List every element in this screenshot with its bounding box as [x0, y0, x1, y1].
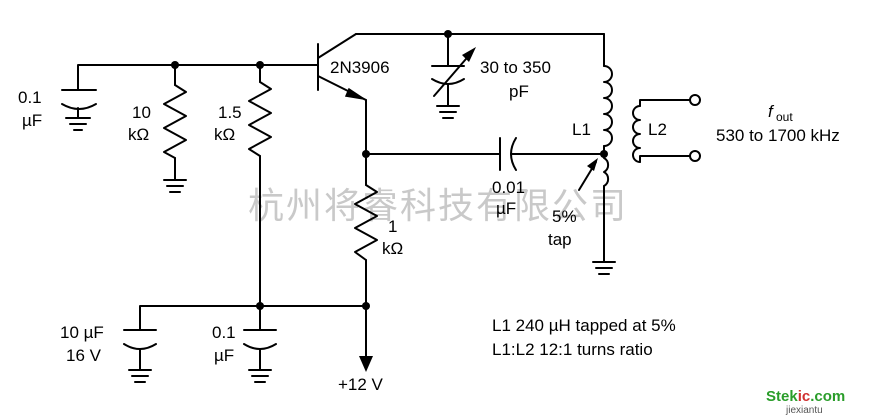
c-in-unit: µF [22, 111, 42, 130]
c-bypass-value: 0.1 [212, 323, 236, 342]
r1k-value: 1 [388, 217, 397, 236]
l1-label: L1 [572, 120, 591, 139]
junction-dot [256, 61, 264, 69]
note-1: L1 240 µH tapped at 5% [492, 316, 676, 335]
tap-value: 5% [552, 207, 577, 226]
fout-range: 530 to 1700 kHz [716, 126, 840, 145]
coupling-network [362, 137, 601, 171]
variable-capacitor [431, 30, 476, 119]
c-in-value: 0.1 [18, 88, 42, 107]
transistor-label: 2N3906 [330, 58, 390, 77]
base-bias-network [61, 61, 319, 307]
fout-symbol: f [768, 102, 775, 121]
c10u-value: 10 µF [60, 323, 104, 342]
cvar-value: 30 to 350 [480, 58, 551, 77]
note-2: L1:L2 12:1 turns ratio [492, 340, 653, 359]
inductor-l2 [632, 94, 701, 163]
watermark: 杭州将睿科技有限公司 [248, 186, 628, 227]
r10k-unit: kΩ [128, 125, 149, 144]
output-terminal [689, 94, 701, 106]
r1k-unit: kΩ [382, 239, 403, 258]
pnp-transistor [317, 33, 605, 186]
c10u-voltage: 16 V [66, 346, 102, 365]
r10k-value: 10 [132, 103, 151, 122]
logo-subtext: jiexiantu [785, 405, 823, 416]
r1-5k-value: 1.5 [218, 103, 242, 122]
tap-label: tap [548, 230, 572, 249]
inductor-l1 [578, 33, 616, 275]
l2-label: L2 [648, 120, 667, 139]
fout-subscript: out [776, 110, 793, 124]
junction-dot [171, 61, 179, 69]
r1-5k-unit: kΩ [214, 125, 235, 144]
output-terminal [689, 150, 701, 162]
c-bypass-unit: µF [214, 346, 234, 365]
c-coupling-unit: µF [496, 199, 516, 218]
site-logo: Stekic.com jiexiantu [766, 388, 845, 416]
cvar-unit: pF [509, 82, 529, 101]
supply-label: +12 V [338, 375, 384, 394]
c-coupling-value: 0.01 [492, 178, 525, 197]
supply-decoupling [123, 302, 367, 383]
svg-text:Stekic.com: Stekic.com [766, 388, 845, 405]
output-frequency-label: f out 530 to 1700 kHz [716, 102, 840, 145]
